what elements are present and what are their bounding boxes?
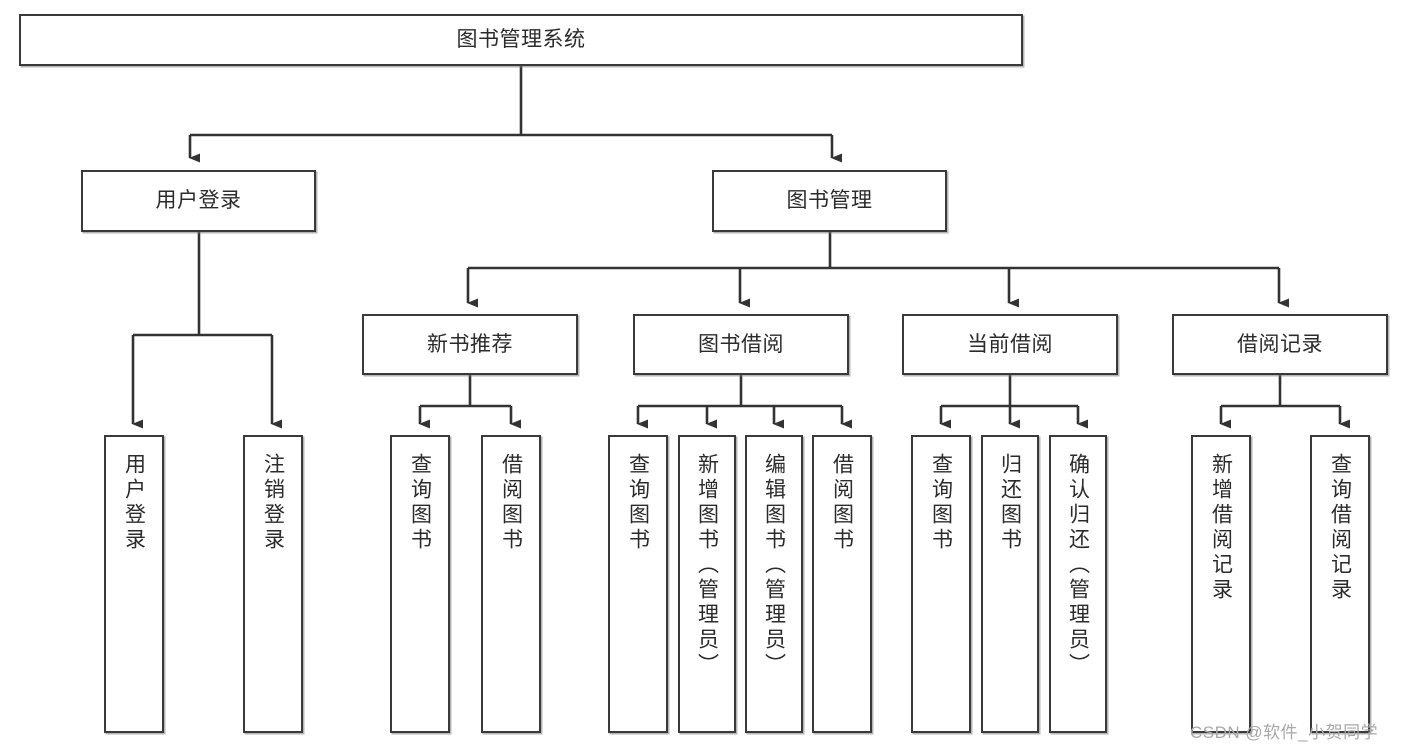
node-borrow-record[interactable]: 借阅记录 (1172, 314, 1388, 375)
node-new-book-recommend[interactable]: 新书推荐 (362, 314, 578, 375)
node-label: 新增借阅记录 (1209, 453, 1233, 603)
node-leaf-query-book-recommend[interactable]: 查询图书 (390, 435, 450, 733)
node-book-borrow[interactable]: 图书借阅 (633, 314, 849, 375)
node-label: 借阅图书 (830, 453, 854, 553)
node-root-book-management-system[interactable]: 图书管理系统 (19, 14, 1023, 66)
node-label: 查询图书 (626, 453, 650, 553)
node-label: 借阅记录 (1237, 332, 1323, 356)
node-book-manage[interactable]: 图书管理 (712, 170, 947, 232)
node-label: 编辑图书（管理员） (762, 453, 786, 678)
node-label: 查询借阅记录 (1328, 453, 1352, 603)
node-leaf-add-book[interactable]: 新增图书（管理员） (678, 435, 736, 733)
node-label: 图书管理系统 (456, 28, 586, 52)
node-label: 注销登录 (261, 453, 285, 553)
node-leaf-borrow-book-recommend[interactable]: 借阅图书 (481, 435, 541, 733)
node-label: 当前借阅 (967, 332, 1053, 356)
node-leaf-logout-login[interactable]: 注销登录 (243, 435, 303, 733)
node-label: 归还图书 (998, 453, 1022, 553)
node-leaf-query-book-current[interactable]: 查询图书 (911, 435, 971, 733)
node-leaf-confirm-return[interactable]: 确认归还（管理员） (1049, 435, 1107, 733)
node-leaf-return-book[interactable]: 归还图书 (981, 435, 1039, 733)
node-label: 新增图书（管理员） (695, 453, 719, 678)
node-label: 图书管理 (786, 189, 873, 213)
node-label: 查询图书 (408, 453, 432, 553)
node-leaf-query-book-borrow[interactable]: 查询图书 (608, 435, 668, 733)
node-leaf-borrow-book[interactable]: 借阅图书 (812, 435, 872, 733)
node-leaf-query-borrow-record[interactable]: 查询借阅记录 (1310, 435, 1370, 733)
node-leaf-edit-book[interactable]: 编辑图书（管理员） (745, 435, 803, 733)
node-label: 借阅图书 (499, 453, 523, 553)
node-label: 新书推荐 (427, 332, 513, 356)
node-label: 用户登录 (155, 189, 242, 213)
node-current-borrow[interactable]: 当前借阅 (902, 314, 1118, 375)
csdn-watermark: CSDN @软件_小贺同学 (1190, 723, 1379, 742)
node-label: 图书借阅 (698, 332, 784, 356)
node-user-login[interactable]: 用户登录 (81, 170, 316, 232)
node-leaf-user-login[interactable]: 用户登录 (104, 435, 164, 733)
node-label: 查询图书 (929, 453, 953, 553)
node-label: 用户登录 (122, 453, 146, 553)
node-label: 确认归还（管理员） (1066, 453, 1090, 678)
node-leaf-add-borrow-record[interactable]: 新增借阅记录 (1191, 435, 1251, 733)
